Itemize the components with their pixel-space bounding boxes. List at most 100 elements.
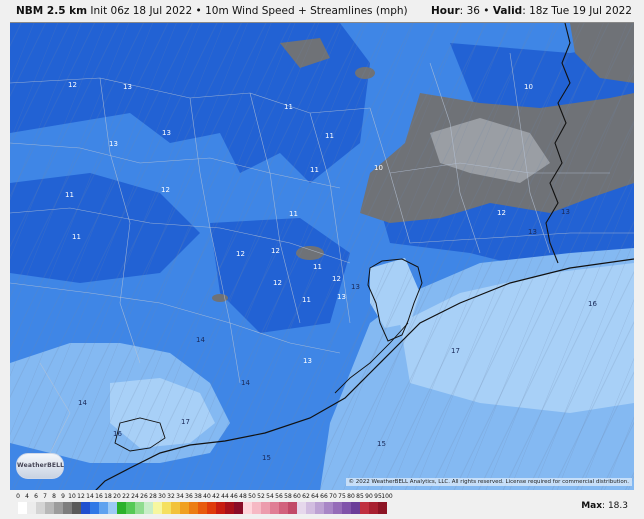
wind-label: 13	[561, 208, 570, 216]
map-header: NBM 2.5 km Init 06z 18 Jul 2022 • 10m Wi…	[0, 0, 644, 22]
wind-label: 11	[310, 166, 319, 174]
legend-tick: 20	[113, 493, 121, 500]
legend-tick: 38	[194, 493, 202, 500]
legend-tick: 46	[230, 493, 238, 500]
legend-tick: 62	[302, 493, 310, 500]
wind-map[interactable]: 12 13 11 13 13 11 12 11 10 11 12 13 11 1…	[10, 23, 634, 491]
legend-tick: 80	[347, 493, 355, 500]
wind-label: 13	[123, 83, 132, 91]
legend-swatch	[117, 502, 126, 514]
legend-swatch	[72, 502, 81, 514]
legend-tick: 0	[16, 493, 20, 500]
wind-label: 11	[284, 103, 293, 111]
legend-swatch	[279, 502, 288, 514]
wind-label: 11	[325, 132, 334, 140]
legend-tick: 34	[176, 493, 184, 500]
hour-value: 36	[466, 5, 480, 17]
legend-swatch	[360, 502, 369, 514]
wind-label: 16	[588, 300, 597, 308]
legend-tick: 6	[34, 493, 38, 500]
legend-swatch	[180, 502, 189, 514]
legend-tick: 7	[43, 493, 47, 500]
legend-swatch	[126, 502, 135, 514]
legend-tick: 24	[131, 493, 139, 500]
coastline	[94, 258, 634, 491]
legend-swatch	[27, 502, 36, 514]
legend-swatch	[315, 502, 324, 514]
legend-tick: 36	[185, 493, 193, 500]
wind-label: 11	[65, 191, 74, 199]
wind-label: 14	[78, 399, 87, 407]
wind-label: 13	[303, 357, 312, 365]
legend-swatch	[243, 502, 252, 514]
legend-swatch	[18, 502, 27, 514]
legend-tick: 64	[311, 493, 319, 500]
wind-label: 11	[313, 263, 322, 271]
legend-swatch	[144, 502, 153, 514]
bay-outline	[367, 258, 423, 342]
legend-tick: 85	[356, 493, 364, 500]
legend-tick: 26	[140, 493, 148, 500]
weatherbell-logo: WeatherBELL	[16, 453, 64, 479]
county-boundaries	[10, 52, 634, 454]
wind-label: 12	[161, 186, 170, 194]
state-border	[545, 23, 571, 264]
separator-2: •	[483, 5, 490, 17]
legend-swatch	[90, 502, 99, 514]
legend-swatch	[108, 502, 117, 514]
wind-speed-labels: 12 13 11 13 13 11 12 11 10 11 12 13 11 1…	[65, 81, 597, 462]
legend-swatch	[135, 502, 144, 514]
legend-tick: 100	[381, 493, 393, 500]
legend-swatch	[324, 502, 333, 514]
legend-swatch	[261, 502, 270, 514]
legend-swatch	[351, 502, 360, 514]
wind-label: 10	[524, 83, 533, 91]
wind-label: 11	[289, 210, 298, 218]
legend-tick: 44	[221, 493, 229, 500]
legend-tick: 58	[284, 493, 292, 500]
legend-swatch	[45, 502, 54, 514]
legend-tick: 16	[95, 493, 103, 500]
legend-swatch	[252, 502, 261, 514]
max-value: 18.3	[607, 501, 628, 511]
legend-tick: 54	[266, 493, 274, 500]
wind-label: 13	[351, 283, 360, 291]
south-bay-outline	[114, 417, 166, 452]
wind-label: 12	[236, 250, 245, 258]
legend-swatch	[378, 502, 387, 514]
separator: •	[195, 5, 202, 17]
wind-label: 15	[262, 454, 271, 462]
legend-tick: 52	[257, 493, 265, 500]
legend-tick: 66	[320, 493, 328, 500]
legend-tick: 14	[86, 493, 94, 500]
max-label: Max	[581, 501, 603, 511]
legend-tick: 22	[122, 493, 130, 500]
field-name: 10m Wind Speed + Streamlines (mph)	[205, 5, 408, 17]
wind-label: 14	[196, 336, 205, 344]
legend-swatch	[369, 502, 378, 514]
legend-swatch	[216, 502, 225, 514]
legend-swatch	[81, 502, 90, 514]
legend-swatch	[297, 502, 306, 514]
header-title: NBM 2.5 km Init 06z 18 Jul 2022 • 10m Wi…	[16, 5, 408, 17]
legend-swatch	[99, 502, 108, 514]
legend-tick: 48	[239, 493, 247, 500]
model-name: NBM 2.5 km	[16, 5, 88, 17]
legend-swatch	[234, 502, 243, 514]
legend-tick: 95	[374, 493, 382, 500]
legend-tick: 10	[68, 493, 76, 500]
hour-label: Hour	[431, 5, 460, 17]
wind-label: 12	[497, 209, 506, 217]
init-time: Init 06z 18 Jul 2022	[90, 5, 193, 17]
legend-tick: 8	[52, 493, 56, 500]
map-panel[interactable]: 12 13 11 13 13 11 12 11 10 11 12 13 11 1…	[10, 22, 634, 492]
wind-label: 13	[109, 140, 118, 148]
wind-label: 17	[451, 347, 460, 355]
legend-swatch	[54, 502, 63, 514]
legend-swatch	[288, 502, 297, 514]
wind-label: 11	[72, 233, 81, 241]
legend-tick: 18	[104, 493, 112, 500]
legend-tick: 12	[77, 493, 85, 500]
legend-tick: 9	[61, 493, 65, 500]
